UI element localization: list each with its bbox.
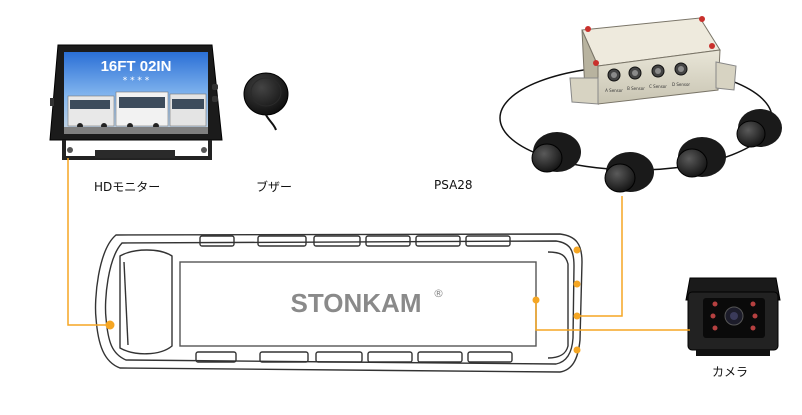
wire-radar [576,196,623,317]
camera-connection-dot [532,296,540,304]
sensor-3 [676,137,726,178]
sensor-2 [604,152,654,193]
bus-brand-trademark: ® [433,287,444,300]
rear-sensor-dot-1 [573,246,581,254]
wire-camera [535,300,690,331]
port-label-c: C Sensor [649,84,667,89]
bus-top-view: STONKAM ® [94,233,583,373]
monitor-stars: * * * * [123,76,150,86]
bus-outline [94,233,583,373]
sensor-1 [531,132,581,173]
monitor-connection-dot [105,320,115,330]
control-box-ports: A Sensor B Sensor C Sensor D Sensor [605,62,690,93]
rear-sensor-dot-3 [573,312,581,320]
camera-label: カメラ [712,365,749,379]
control-box: A Sensor B Sensor C Sensor D Sensor [569,16,737,106]
bus-brand: STONKAM [291,288,422,318]
monitor-label: HDモニター [94,180,161,194]
hd-monitor: 16FT 02IN * * * * [49,44,223,160]
radar-kit: A Sensor B Sensor C Sensor D Sensor [499,16,782,193]
sensor-4 [736,109,782,148]
rear-camera [685,277,781,356]
port-label-b: B Sensor [627,86,645,91]
buzzer-label: ブザー [256,180,293,194]
wire-monitor [67,158,108,326]
wiring [67,158,690,331]
monitor-distance-text: 16FT 02IN [101,58,172,75]
port-label-a: A Sensor [605,88,623,93]
buzzer [243,72,289,131]
rear-sensor-dot-4 [573,346,581,354]
port-label-d: D Sensor [672,82,690,87]
bus-connection-points [105,246,581,354]
radar-label: PSA28 [434,178,473,192]
rear-sensor-dot-2 [573,280,581,288]
